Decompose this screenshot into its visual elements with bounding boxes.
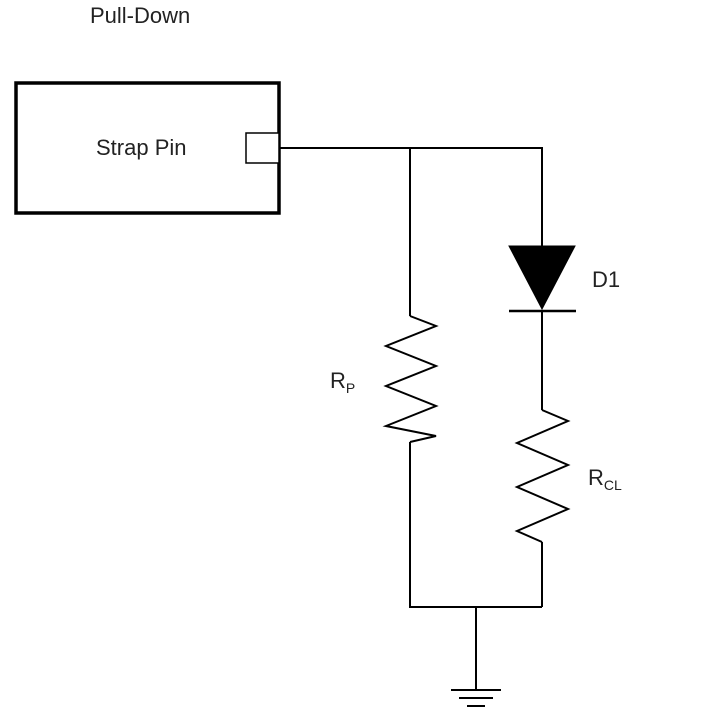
rp-label: RP [330,368,355,396]
d1-label: D1 [592,267,620,292]
resistor-rp [382,315,439,443]
rcl-label: RCL [588,465,622,493]
top-wire [279,147,543,246]
ground-icon [451,689,501,707]
rp-lower-wire [409,442,542,608]
resistor-rcl [514,409,571,543]
strap-pin-label: Strap Pin [96,135,187,160]
diagram-title: Pull-Down [90,3,190,28]
pin-terminal [245,132,280,164]
diode-d1 [508,245,576,311]
